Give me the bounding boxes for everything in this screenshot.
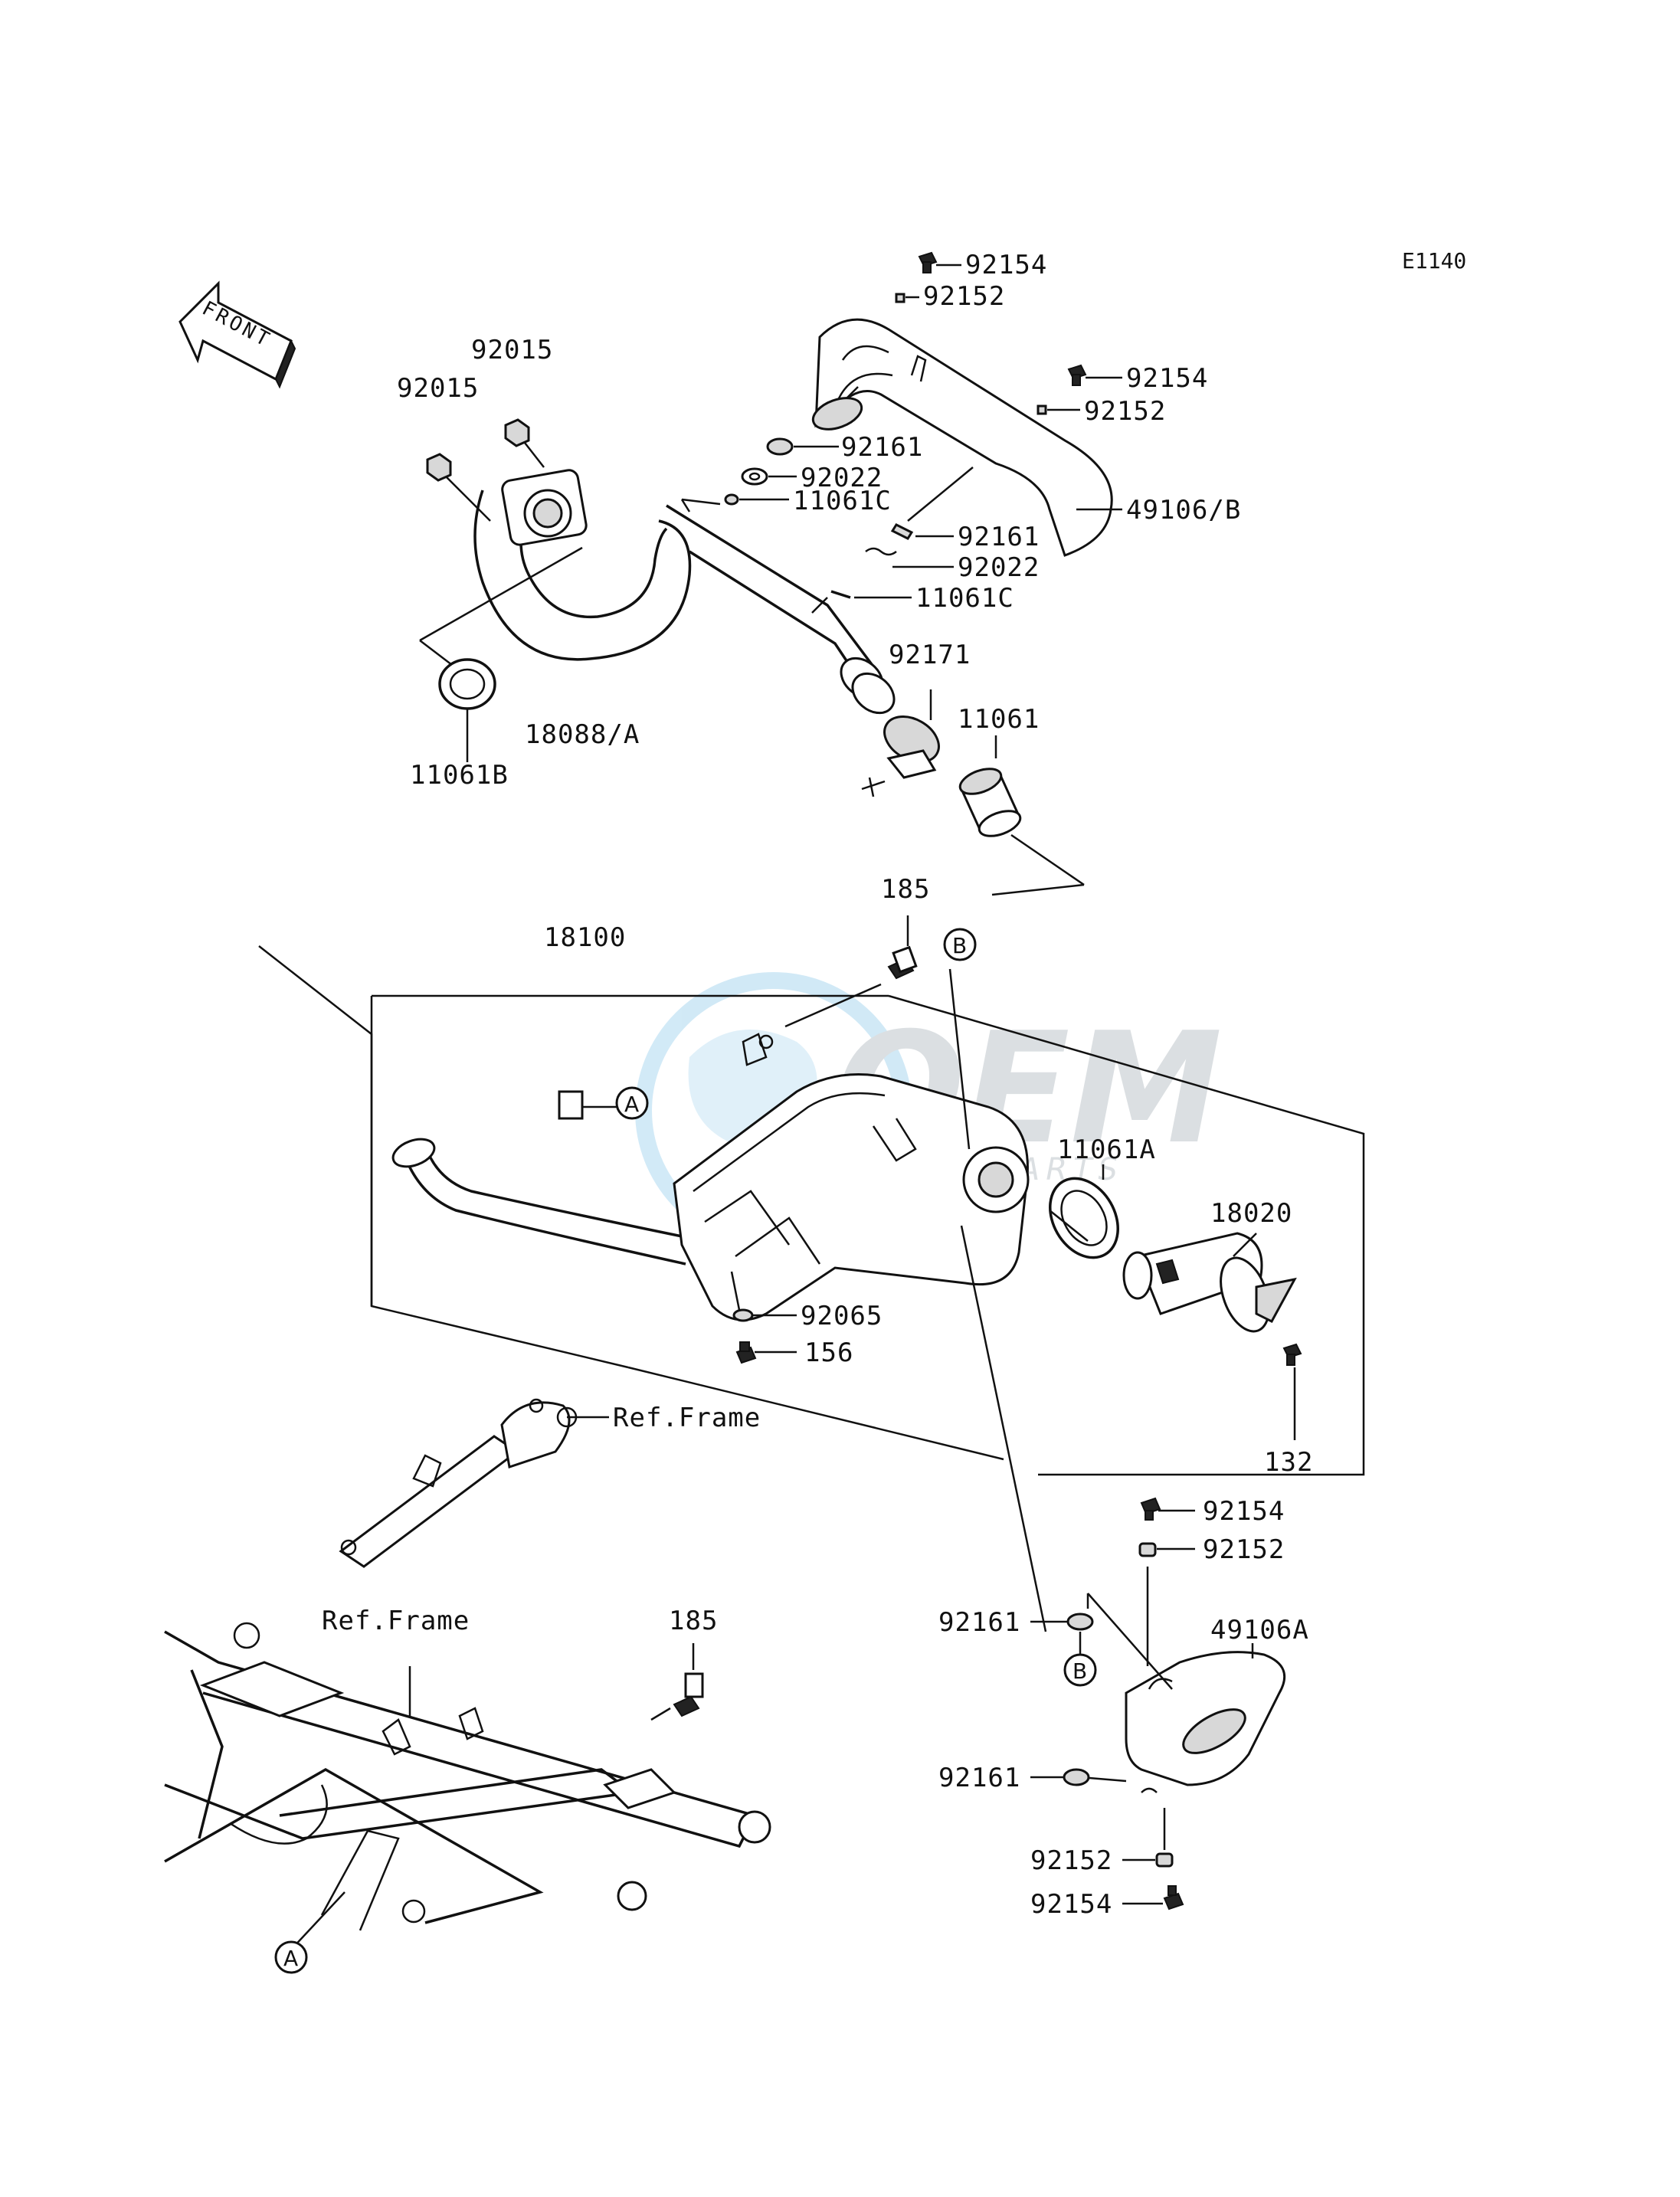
front-arrow: FRONT — [178, 280, 296, 389]
label-92171: 92171 — [889, 640, 971, 670]
label-92022-a: 92022 — [801, 463, 883, 493]
gasket-11061b — [419, 546, 583, 762]
label-92152-r1: 92152 — [1203, 1534, 1285, 1565]
label-156: 156 — [804, 1338, 853, 1368]
label-18100: 18100 — [544, 922, 626, 953]
washer-92022-b — [865, 547, 954, 568]
label-185-top: 185 — [881, 874, 930, 905]
label-92152-mid: 92152 — [1084, 396, 1166, 427]
grommet-92161-a — [766, 437, 839, 456]
washer-92065 — [730, 1271, 797, 1322]
bolt-185-bottom — [650, 1643, 704, 1721]
label-92022-b: 92022 — [958, 552, 1040, 583]
label-92154-r1: 92154 — [1203, 1496, 1285, 1527]
collar-92152-top — [895, 293, 919, 303]
callout-b-lower: B — [1063, 1632, 1097, 1687]
label-11061c-b: 11061C — [915, 583, 1014, 614]
label-11061: 11061 — [958, 704, 1040, 735]
frame-ref — [164, 1622, 771, 1950]
label-92154-r2: 92154 — [1030, 1889, 1112, 1920]
label-92154-top: 92154 — [965, 250, 1047, 280]
bolt-132 — [1282, 1343, 1302, 1440]
grommet-92161-r2 — [1030, 1768, 1090, 1786]
collar-92152-mid — [1036, 404, 1080, 415]
bolt-92154-r1 — [1140, 1497, 1195, 1521]
exhaust-pipe-18088 — [473, 469, 896, 715]
label-49106b: 49106/B — [1126, 495, 1241, 526]
label-92015-lower: 92015 — [397, 373, 479, 404]
sleeve-11061 — [958, 735, 1085, 896]
label-92161-r2: 92161 — [938, 1763, 1020, 1793]
label-92161-b: 92161 — [958, 522, 1040, 552]
grommet-92161-r1 — [1030, 1613, 1094, 1631]
bolt-156 — [735, 1341, 797, 1364]
label-ref-frame-1: Ref.Frame — [613, 1403, 761, 1433]
spark-arrestor-18020 — [1049, 1210, 1297, 1333]
clip-11061c-b — [811, 590, 912, 614]
heat-guard-49106b — [811, 318, 1122, 557]
label-49106a: 49106A — [1210, 1615, 1309, 1645]
gasket-11061a — [1049, 1164, 1119, 1259]
label-18088a: 18088/A — [525, 719, 640, 750]
callout-a-lower: A — [274, 1940, 308, 1974]
label-11061a: 11061A — [1057, 1135, 1156, 1165]
label-92065: 92065 — [801, 1301, 883, 1331]
bolt-92154-r2 — [1122, 1885, 1184, 1911]
label-92161-a: 92161 — [841, 432, 923, 463]
nut-92015-lower — [426, 453, 491, 522]
heat-guard-49106a — [1079, 1593, 1286, 1793]
callout-a-lower-letter: A — [283, 1946, 298, 1971]
label-92154-mid: 92154 — [1126, 363, 1208, 394]
label-11061b: 11061B — [410, 760, 509, 791]
bolt-92154-mid — [1067, 364, 1122, 386]
label-92015-upper: 92015 — [471, 335, 553, 365]
clamp-92171 — [861, 689, 940, 797]
label-92152-top: 92152 — [923, 281, 1005, 312]
grommet-92161-b — [890, 467, 974, 540]
label-ref-frame-2: Ref.Frame — [322, 1606, 470, 1636]
frame-bracket-ref — [339, 1398, 609, 1568]
label-11061c-a: 11061C — [793, 486, 892, 516]
washer-92022-a — [741, 467, 797, 486]
clip-11061c-a — [680, 493, 789, 512]
collar-92152-r1 — [1138, 1542, 1195, 1666]
label-92152-r2: 92152 — [1030, 1845, 1112, 1876]
label-92161-r1: 92161 — [938, 1607, 1020, 1638]
nut-92015-upper — [504, 418, 545, 468]
callout-b-upper-letter: B — [952, 933, 967, 958]
label-132: 132 — [1264, 1447, 1313, 1478]
callout-b-upper: B — [943, 928, 977, 961]
muffler-assembly-18100 — [258, 945, 1365, 1632]
label-185-bottom: 185 — [669, 1606, 718, 1636]
callout-b-lower-letter: B — [1073, 1658, 1087, 1684]
bolt-185-top — [887, 915, 918, 980]
callout-a-upper-letter: A — [624, 1092, 639, 1117]
label-18020: 18020 — [1210, 1198, 1292, 1229]
callout-a-upper: A — [582, 1086, 649, 1120]
diagram-code: E1140 — [1402, 248, 1466, 273]
collar-92152-r2 — [1122, 1808, 1174, 1868]
bolt-92154-top — [918, 251, 961, 273]
